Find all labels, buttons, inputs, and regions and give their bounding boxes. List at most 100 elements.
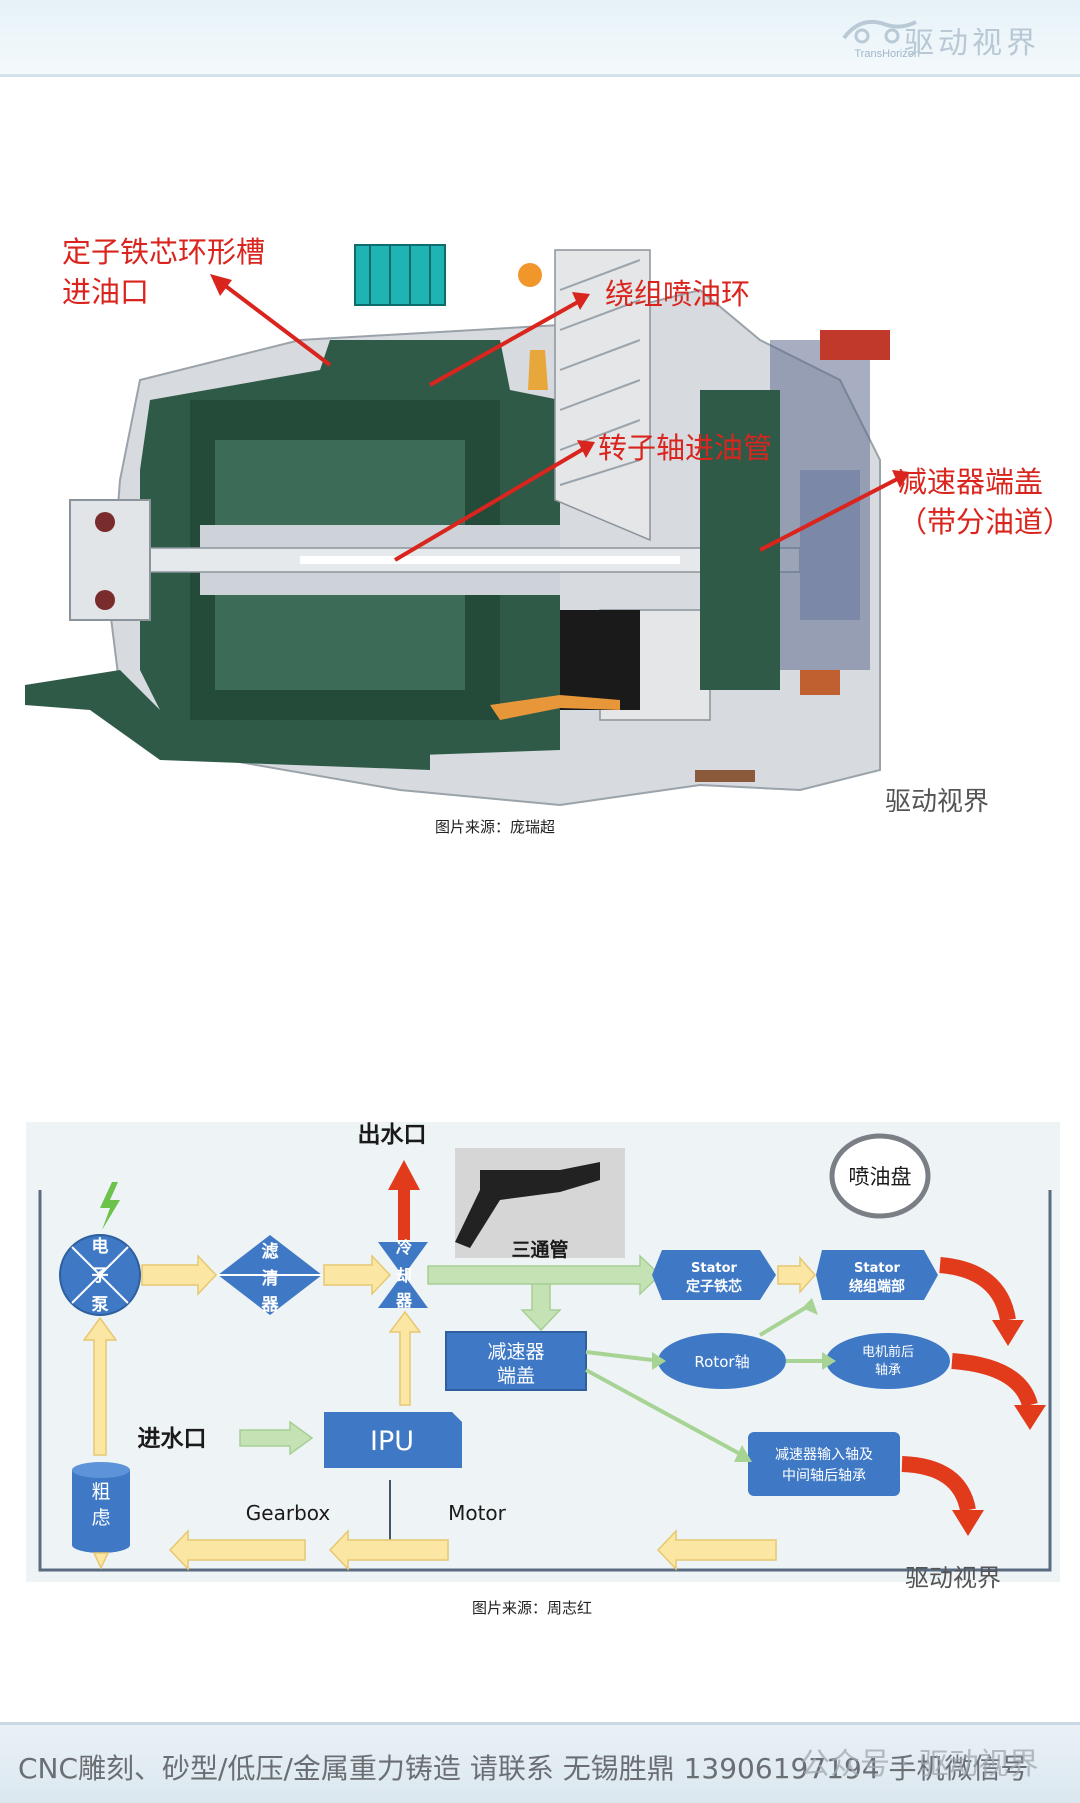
arrow-water-out bbox=[388, 1160, 420, 1240]
rotor-shaft-node bbox=[658, 1333, 786, 1389]
bearing-dark bbox=[560, 610, 640, 710]
stator-winding-node bbox=[816, 1250, 938, 1300]
stator-winding-lower bbox=[215, 590, 465, 690]
brand-logo-icon bbox=[842, 19, 917, 44]
ipu-node bbox=[324, 1412, 462, 1468]
cooler-label-1: 冷 bbox=[396, 1238, 412, 1257]
cooler-label-3: 器 bbox=[395, 1291, 413, 1310]
reducer-bearing-node bbox=[748, 1432, 900, 1496]
anno-reducer-cover-l1: 减速器端盖 bbox=[898, 465, 1044, 499]
cooling-flow-diagram: 电 子 泵 滤 清 器 冷 却 器 Stator 定子铁芯 Stator 绕组端… bbox=[38, 1122, 1052, 1572]
arrow-rotor-winding bbox=[758, 1303, 812, 1337]
reducer-cover-label-2: 端盖 bbox=[497, 1365, 535, 1387]
tee-pipe-label: 三通管 bbox=[511, 1238, 568, 1261]
brand-name-en: TransHorizon bbox=[854, 48, 920, 60]
motor-cross-section-figure bbox=[25, 244, 910, 807]
anno-rotor-pipe: 转子轴进油管 bbox=[598, 431, 773, 465]
anno-reducer-cover-l2: （带分油道） bbox=[898, 505, 1073, 539]
arrow-pump-filter bbox=[141, 1254, 218, 1296]
tee-pipe-shape bbox=[455, 1162, 600, 1248]
stator-core-node bbox=[652, 1250, 776, 1300]
red-arrow-motorbearing bbox=[951, 1353, 1038, 1408]
coarse-filter-label-1: 粗 bbox=[91, 1481, 110, 1503]
arrow-rotor-pipe bbox=[393, 443, 592, 562]
anno-winding-ring: 绕组喷油环 bbox=[605, 277, 751, 311]
bottom-flange bbox=[25, 670, 430, 770]
housing-right bbox=[700, 390, 780, 690]
arrow-water-in bbox=[239, 1420, 314, 1456]
lightning-icon bbox=[100, 1182, 120, 1230]
return-loop-line bbox=[38, 1190, 1052, 1572]
coarse-filter-label-2: 虑 bbox=[91, 1507, 110, 1529]
anno-stator-inlet-l1: 定子铁芯环形槽 bbox=[62, 235, 266, 269]
filter-label-1: 滤 bbox=[262, 1241, 279, 1262]
red-arrow-winding bbox=[939, 1257, 1016, 1322]
cooler-node bbox=[378, 1242, 428, 1308]
arrow-tee-reducer bbox=[520, 1283, 562, 1332]
arrow-reducer-cover bbox=[759, 473, 906, 552]
arrow-coarse-down bbox=[92, 1552, 110, 1570]
spray-disc-ring bbox=[829, 1133, 931, 1219]
arrow-ipu-cooler bbox=[388, 1310, 422, 1406]
stator-winding-upper bbox=[215, 440, 465, 530]
filter-label-3: 器 bbox=[261, 1295, 280, 1315]
arrow-stator-inlet bbox=[213, 276, 332, 367]
return-arrow-2 bbox=[328, 1529, 449, 1571]
stator-core-label-2: 定子铁芯 bbox=[686, 1278, 742, 1295]
arrow-reducer-bearing bbox=[585, 1368, 743, 1457]
cooler-label-2: 却 bbox=[396, 1266, 412, 1285]
red-arrow-reducerbearing bbox=[901, 1456, 976, 1512]
bearing-ball-bottom bbox=[95, 590, 115, 610]
orange-oil-line bbox=[490, 695, 620, 720]
orange-nozzle bbox=[528, 350, 548, 390]
pump-label-2: 子 bbox=[92, 1266, 109, 1286]
rotor-shaft-label: Rotor轴 bbox=[694, 1353, 749, 1371]
figure1-watermark: 驱动视界 bbox=[885, 787, 990, 817]
anno-stator-inlet-l2: 进油口 bbox=[62, 275, 150, 309]
motor-label: Motor bbox=[448, 1501, 507, 1525]
ipu-label: IPU bbox=[370, 1426, 414, 1457]
footer-contact-text: CNC雕刻、砂型/低压/金属重力铸造 请联系 无锡胜鼎 13906197194 … bbox=[18, 1752, 1029, 1785]
stator-winding-label-2: 绕组端部 bbox=[849, 1278, 905, 1295]
arrow-coarse-pump bbox=[82, 1316, 118, 1456]
figure1-caption: 图片来源：庞瑞超 bbox=[435, 818, 556, 836]
shaft-oil-pipe bbox=[300, 556, 680, 564]
reducer-cover-node bbox=[445, 1331, 587, 1391]
reducer-oil-channel bbox=[800, 470, 860, 620]
pump-label-3: 泵 bbox=[92, 1295, 109, 1315]
figure2-caption: 图片来源：周志红 bbox=[472, 1599, 593, 1617]
arrow-reducer-rotor bbox=[585, 1350, 653, 1362]
spray-disc-label: 喷油盘 bbox=[849, 1165, 912, 1189]
arrow-winding-ring bbox=[429, 296, 586, 387]
footer-watermark: 公众号 · 驱动视界 bbox=[800, 1747, 1039, 1782]
bearing-ball-top bbox=[95, 512, 115, 532]
arrow-filter-cooler bbox=[323, 1254, 392, 1296]
figure2-watermark: 驱动视界 bbox=[905, 1564, 1001, 1592]
motor-bearing-label-1: 电机前后 bbox=[862, 1344, 914, 1360]
water-out-label: 出水口 bbox=[358, 1122, 427, 1148]
stator-core-label-1: Stator bbox=[691, 1261, 737, 1276]
orange-plug bbox=[518, 263, 542, 287]
reducer-bearing-label-2: 中间轴后轴承 bbox=[782, 1468, 866, 1484]
water-in-label: 进水口 bbox=[138, 1426, 207, 1452]
connector-block bbox=[354, 244, 446, 306]
arrow-cooler-stator bbox=[427, 1254, 662, 1296]
reducer-bearing-label-1: 减速器输入轴及 bbox=[775, 1447, 873, 1463]
brand-name-cn: 驱动视界 bbox=[904, 26, 1040, 61]
coarse-filter-node bbox=[72, 1470, 130, 1545]
red-part-bottom bbox=[800, 670, 840, 695]
pump-label-1: 电 bbox=[92, 1236, 109, 1257]
return-arrow-3 bbox=[656, 1529, 777, 1571]
header-bar: TransHorizon 驱动视界 bbox=[0, 0, 1080, 77]
bottom-bolt bbox=[695, 770, 755, 782]
return-arrow-1 bbox=[168, 1529, 306, 1571]
reducer-cover-label-1: 减速器 bbox=[487, 1341, 544, 1363]
motor-bearing-node bbox=[826, 1333, 950, 1389]
gearbox-label: Gearbox bbox=[246, 1501, 331, 1525]
motor-bearing-label-2: 轴承 bbox=[875, 1363, 901, 1378]
filter-label-2: 清 bbox=[262, 1268, 279, 1289]
red-plug bbox=[820, 330, 890, 360]
stator-winding-label-1: Stator bbox=[854, 1261, 900, 1276]
arrow-core-winding bbox=[777, 1256, 817, 1294]
footer-bar: CNC雕刻、砂型/低压/金属重力铸造 请联系 无锡胜鼎 13906197194 … bbox=[0, 1722, 1080, 1803]
